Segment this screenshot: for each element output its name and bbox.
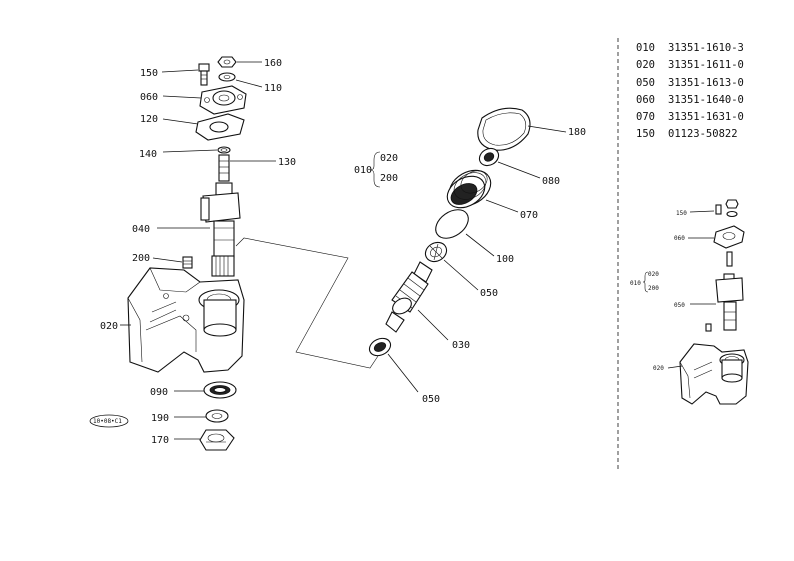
parts-table-part-number: 01123-50822 [668, 128, 738, 141]
parts-table-part-number: 31351-1611-0 [668, 59, 744, 72]
worm-shaft-030: 030 [385, 261, 470, 351]
callout-080: 080 [542, 176, 560, 187]
washer-190: 190 [151, 409, 229, 424]
parts-table-part-number: 31351-1631-0 [668, 111, 744, 124]
callout-120: 120 [140, 114, 158, 125]
parts-table-row: 150 01123-50822 [636, 126, 786, 143]
bearing-050-upper: 050 [424, 241, 498, 299]
callout-200: 200 [132, 253, 150, 264]
callout-020: 020 [100, 321, 118, 332]
callout-190: 190 [151, 413, 169, 424]
parts-table-part-number: 31351-1613-0 [668, 76, 744, 89]
parts-table-ref: 070 [636, 111, 655, 124]
gasket-180: 180 [477, 107, 586, 151]
group-bracket-010: 010 020 200 [354, 151, 398, 188]
gasket-120: 120 [140, 113, 245, 141]
parts-table-row: 010 31351-1610-3 [636, 40, 786, 57]
inset-050: 050 [674, 302, 685, 309]
callout-100: 100 [496, 254, 514, 265]
inset-150: 150 [676, 210, 687, 217]
plug-200: 200 [132, 253, 193, 269]
parts-list-table: 010 31351-1610-3 020 31351-1611-0 050 31351-1… [636, 40, 786, 144]
inset-010: 010 [630, 280, 641, 287]
inset-020: 020 [648, 271, 659, 278]
bushing-130: 130 [218, 154, 296, 182]
parts-table-ref: 150 [636, 128, 655, 141]
callout-180: 180 [568, 127, 586, 138]
callout-130: 130 [278, 157, 296, 168]
group-200: 200 [380, 173, 398, 184]
nut-160: 160 [217, 56, 282, 69]
gearcase-020: 020 [100, 267, 245, 373]
cover-060: 060 [140, 85, 247, 115]
adjuster-070: 070 [446, 169, 538, 221]
callout-110: 110 [264, 83, 282, 94]
callout-060: 060 [140, 92, 158, 103]
seal-090: 090 [150, 381, 237, 399]
parts-table-ref: 050 [636, 76, 655, 89]
parts-table-row: 060 31351-1640-0 [636, 92, 786, 109]
inset-assembly: 150 060 010 020 200 050 020 [630, 199, 749, 405]
stamp-text: 10•08•C1 [93, 418, 122, 425]
nut-170: 170 [151, 429, 235, 451]
callout-050-upper: 050 [480, 288, 498, 299]
callout-040: 040 [132, 224, 150, 235]
callout-050-lower: 050 [422, 394, 440, 405]
parts-table-ref: 060 [636, 93, 655, 106]
callout-140: 140 [139, 149, 157, 160]
callout-090: 090 [150, 387, 168, 398]
inset-020b: 020 [653, 365, 664, 372]
callout-030: 030 [452, 340, 470, 351]
callout-150: 150 [140, 68, 158, 79]
parts-table-row: 070 31351-1631-0 [636, 109, 786, 126]
parts-table-row: 050 31351-1613-0 [636, 75, 786, 92]
parts-table-part-number: 31351-1640-0 [668, 93, 744, 106]
bearing-050-lower: 050 [368, 337, 440, 405]
callout-070: 070 [520, 210, 538, 221]
group-020: 020 [380, 153, 398, 164]
parts-table-ref: 010 [636, 42, 655, 54]
inset-200: 200 [648, 285, 659, 292]
bolt-150: 150 [140, 63, 210, 86]
oring-100: 100 [435, 209, 514, 265]
inset-060: 060 [674, 235, 685, 242]
parts-table-ref: 020 [636, 59, 655, 72]
callout-170: 170 [151, 435, 169, 446]
callout-160: 160 [264, 58, 282, 69]
bearing-080: 080 [478, 147, 560, 187]
sector-shaft-040: 040 [132, 182, 241, 277]
drawing-stamp: 10•08•C1 [89, 414, 129, 428]
group-010: 010 [354, 165, 372, 176]
parts-table-part-number: 31351-1610-3 [668, 42, 744, 54]
washer-110: 110 [218, 72, 282, 94]
parts-table-row: 020 31351-1611-0 [636, 57, 786, 74]
oring-140: 140 [139, 146, 231, 160]
assembly-path [235, 237, 379, 369]
